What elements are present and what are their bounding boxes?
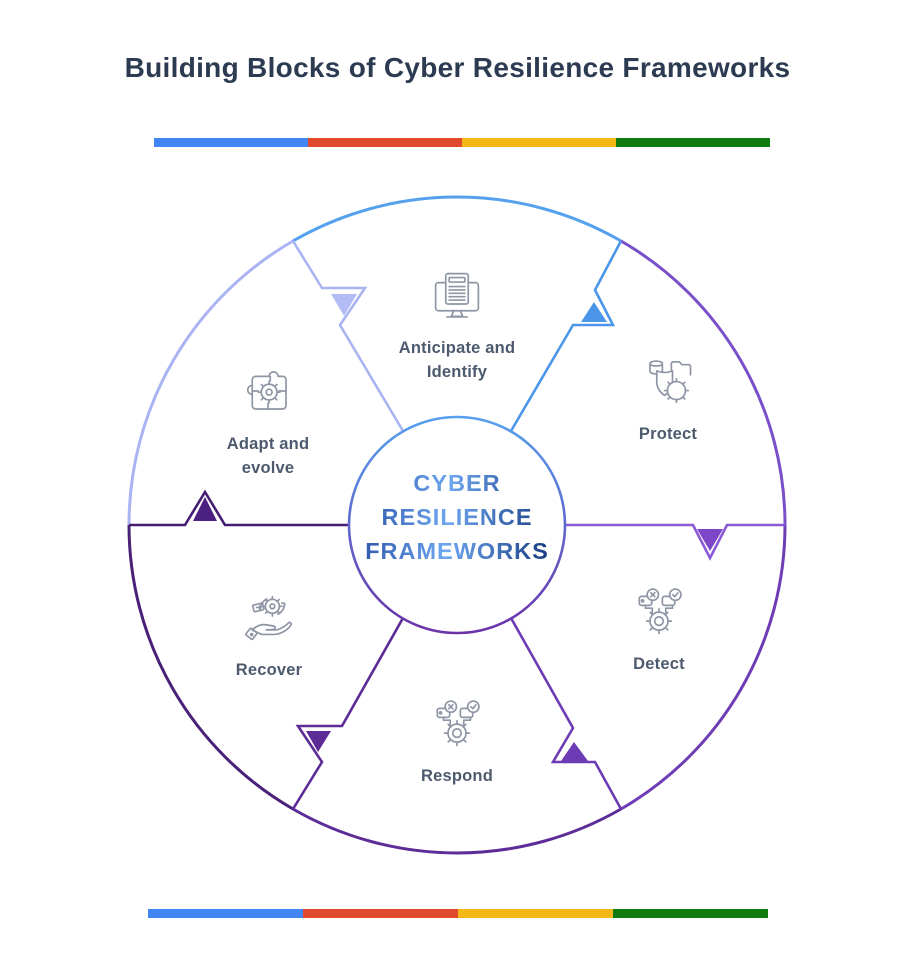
label-line: Adapt and (226, 435, 310, 453)
arc-respond (292, 807, 622, 855)
monitor-document-icon (434, 272, 480, 318)
boundary-adapt-anticipate (291, 240, 405, 432)
segment-detect: Detect (584, 584, 734, 677)
label-line: Anticipate and (398, 339, 516, 357)
segment-anticipate-identify: Anticipate and Identify (357, 268, 557, 385)
bar-segment-blue (154, 138, 308, 147)
segment-label: Protect (593, 423, 743, 447)
segment-label: Recover (194, 659, 344, 683)
boundary-respond-recover (291, 617, 405, 810)
flow-triangle-icon (331, 294, 357, 316)
arc-recover (127, 524, 294, 811)
flow-triangle-icon (193, 497, 217, 521)
gear-check-x-icon (436, 700, 480, 747)
segment-label: Respond (382, 765, 532, 789)
label-line: evolve (241, 458, 295, 477)
arc-anticipate-identify (292, 195, 622, 243)
label-line: Identify (426, 362, 488, 381)
center-circle (347, 415, 567, 635)
label-line: Respond (421, 767, 493, 785)
bar-segment-red (308, 138, 462, 147)
hand-gear-refresh-icon (245, 595, 293, 641)
flow-triangle-icon (581, 302, 607, 322)
segment-protect: Protect (593, 354, 743, 447)
flow-triangle-icon (561, 742, 588, 761)
outer-ring (127, 195, 787, 855)
label-line: Recover (235, 661, 303, 679)
segment-boundaries (129, 240, 785, 810)
page-title: Building Blocks of Cyber Resilience Fram… (124, 52, 791, 83)
boundary-detect-respond (509, 617, 623, 810)
segment-respond: Respond (382, 696, 532, 789)
center-title: CYBER RESILIENCE FRAMEWORKS (365, 470, 549, 564)
arc-protect (620, 239, 787, 526)
puzzle-gear-icon (246, 371, 287, 410)
segment-label: Adapt and evolve (188, 433, 348, 481)
boundary-recover-adapt (129, 489, 349, 527)
bar-segment-red (303, 909, 458, 918)
bar-segment-green (613, 909, 768, 918)
segment-recover: Recover (194, 590, 344, 683)
gear-check-x-icon (638, 588, 682, 635)
bar-segment-yellow (458, 909, 613, 918)
label-line: Detect (633, 655, 685, 673)
center-title-line1: CYBER (413, 470, 500, 496)
boundary-protect-detect (565, 523, 785, 561)
flow-triangles (193, 294, 723, 761)
boundary-anticipate-protect (509, 240, 623, 432)
segment-label: Anticipate and Identify (357, 337, 557, 385)
divider-bar-bottom (148, 909, 768, 918)
divider-bar-top (154, 138, 770, 147)
arc-detect (620, 524, 787, 811)
bar-segment-blue (148, 909, 303, 918)
segment-label: Detect (584, 653, 734, 677)
segment-adapt-evolve: Adapt and evolve (188, 364, 348, 481)
center-title-line2: RESILIENCE (381, 504, 532, 530)
shield-data-icon (649, 360, 692, 404)
center-title-line3: FRAMEWORKS (365, 538, 549, 564)
flow-triangle-icon (697, 529, 723, 551)
flow-triangle-icon (306, 731, 331, 752)
arc-adapt-evolve (127, 239, 294, 526)
label-line: Protect (638, 425, 698, 443)
bar-segment-green (616, 138, 770, 147)
bar-segment-yellow (462, 138, 616, 147)
